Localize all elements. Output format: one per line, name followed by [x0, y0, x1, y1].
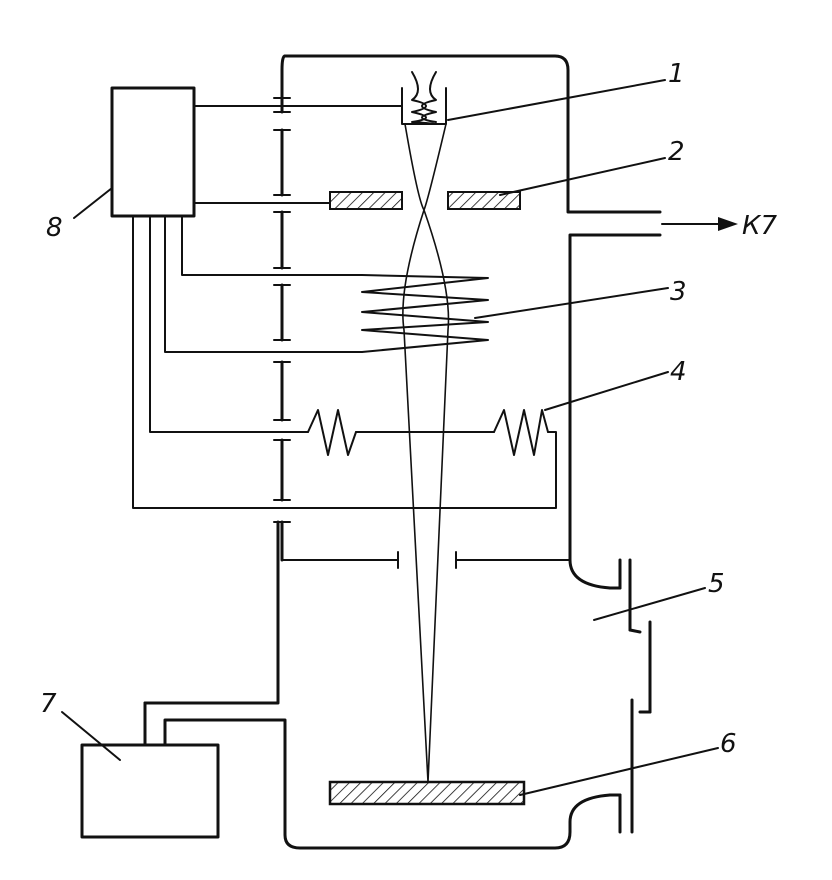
power-supply-box: [110, 86, 196, 218]
electron-beam: [402, 123, 450, 783]
chamber-port: [608, 558, 652, 834]
label-anode: 2: [668, 137, 685, 167]
wall-feedthroughs: [273, 96, 291, 562]
anode-plate: [329, 191, 521, 210]
label-filament: 1: [668, 59, 685, 89]
aperture-diaphragm: [281, 551, 571, 569]
filament-cathode: [401, 71, 447, 125]
outlet-arrow: [661, 217, 738, 231]
label-outlet: К7: [742, 211, 777, 241]
label-pump: 7: [40, 689, 57, 719]
target-workpiece: [328, 780, 526, 806]
label-chamber: 5: [708, 569, 725, 599]
label-power-supply: 8: [46, 213, 63, 243]
label-target: 6: [720, 729, 737, 759]
leader-lines: [61, 79, 719, 796]
deflection-system: [307, 409, 549, 456]
vacuum-pump-box: [80, 743, 220, 839]
label-coil-lens: 3: [670, 277, 687, 307]
label-deflection: 4: [670, 357, 687, 387]
chamber-outline: [143, 54, 662, 850]
focusing-coil: [361, 274, 489, 353]
supply-wiring: [132, 105, 557, 509]
